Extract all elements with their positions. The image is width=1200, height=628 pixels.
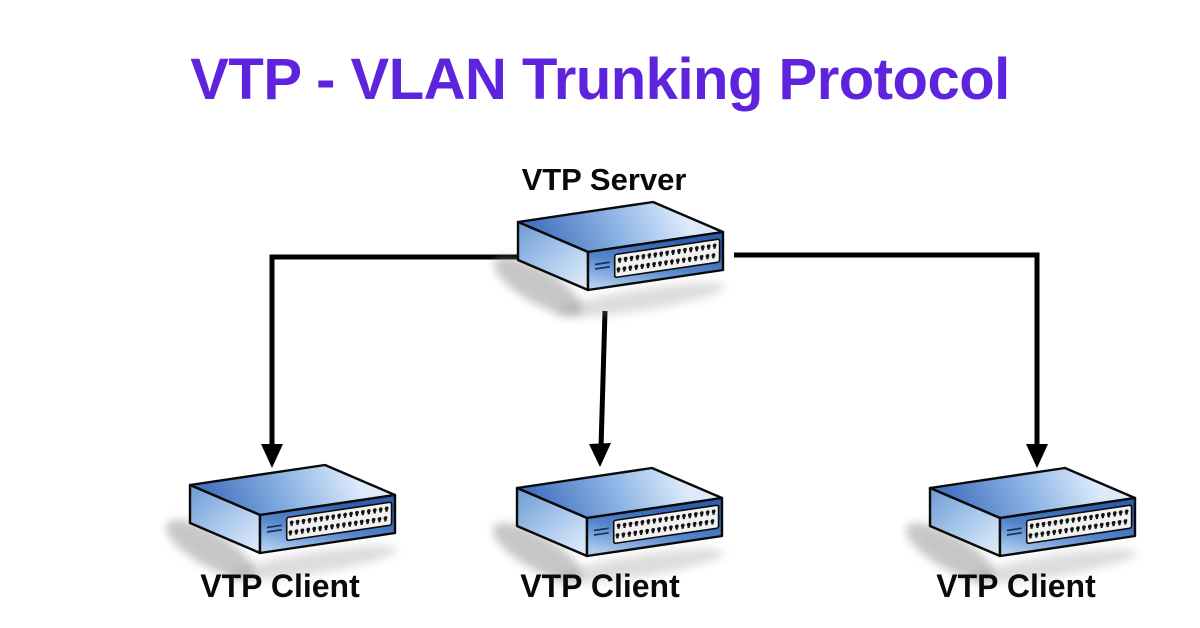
- client-node-label-2: VTP Client: [520, 568, 680, 604]
- page-title: VTP - VLAN Trunking Protocol: [190, 47, 1010, 112]
- arrowhead-down-icon: [589, 443, 611, 467]
- connector-server-to-client-2: [598, 310, 608, 449]
- connector-server-to-client-1: [269, 254, 520, 446]
- arrowhead-down-icon: [261, 444, 283, 468]
- client-node-label-3: VTP Client: [936, 568, 1096, 604]
- server-node-label: VTP Server: [521, 162, 687, 197]
- client-node-label-1: VTP Client: [200, 568, 360, 604]
- connector-server-to-client-3: [734, 252, 1040, 446]
- arrowhead-down-icon: [1026, 444, 1048, 468]
- network-switch-icon: [488, 198, 738, 328]
